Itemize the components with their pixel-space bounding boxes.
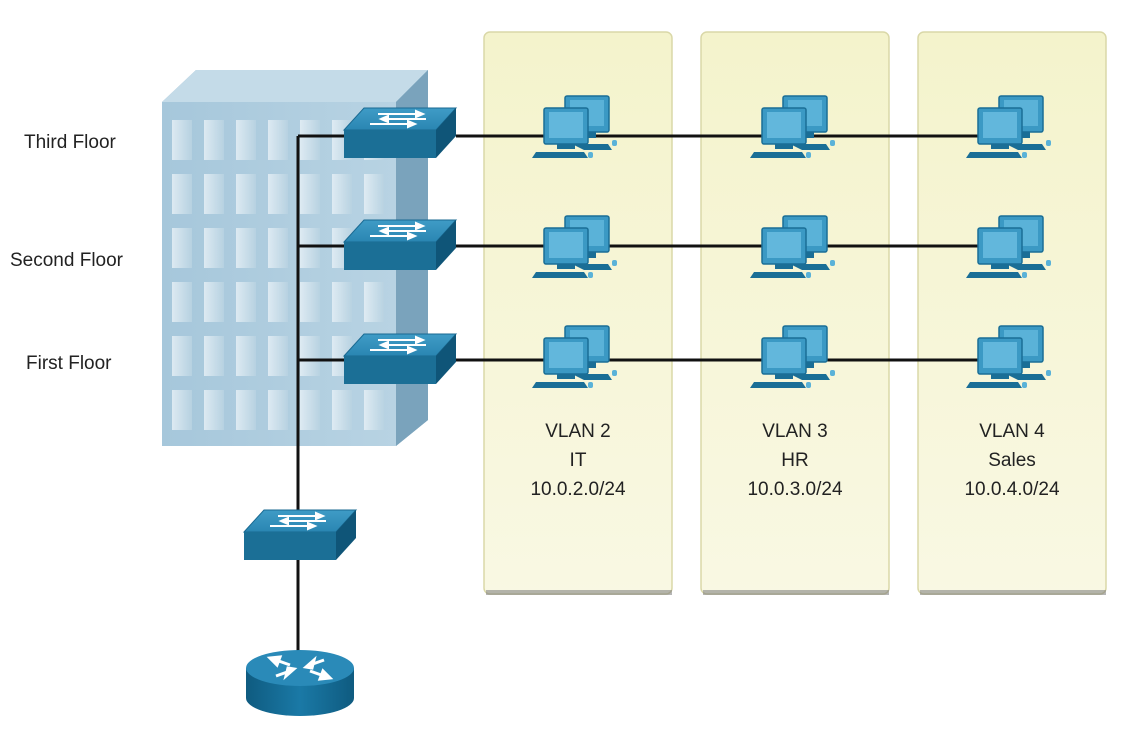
building-window [332,390,352,430]
building-window [268,174,288,214]
floor-label-first: First Floor [26,353,112,374]
building-window [268,120,288,160]
vlan-subnet: 10.0.4.0/24 [964,479,1060,500]
building-window [268,336,288,376]
building-window [332,174,352,214]
building-window [236,390,256,430]
vlan-label-4: VLAN 4 Sales 10.0.4.0/24 [964,421,1060,500]
vlan-id: VLAN 2 [545,421,610,442]
switch-icon-third-floor[interactable] [343,107,457,159]
building-window [300,120,320,160]
building-window [236,174,256,214]
building-window [204,174,224,214]
vlan-name: Sales [988,450,1036,471]
building-window [300,228,320,268]
building-window [300,390,320,430]
building-window [300,336,320,376]
building-window [236,282,256,322]
building-window [204,228,224,268]
building-window [172,336,192,376]
building-window [172,282,192,322]
building-window [268,390,288,430]
vlan-id: VLAN 3 [762,421,827,442]
building-window [268,282,288,322]
vlan-subnet: 10.0.3.0/24 [747,479,843,500]
vlan-label-3: VLAN 3 HR 10.0.3.0/24 [747,421,843,500]
router-icon[interactable] [246,650,354,716]
building-window [172,228,192,268]
switch-icon-core[interactable] [243,509,357,561]
building-window [236,228,256,268]
building-window [300,174,320,214]
building-window [364,390,384,430]
building-window [204,120,224,160]
building-window [364,282,384,322]
switch-icon-first-floor[interactable] [343,333,457,385]
building-window [268,228,288,268]
building-window [172,174,192,214]
building-window [204,336,224,376]
building-window [236,336,256,376]
building-window [204,390,224,430]
vlan-subnet: 10.0.2.0/24 [530,479,626,500]
vlan-label-2: VLAN 2 IT 10.0.2.0/24 [530,421,626,500]
building-window [172,120,192,160]
building-window [364,174,384,214]
floor-label-second: Second Floor [10,250,124,271]
vlan-panels [483,31,1107,595]
vlan-name: HR [781,450,808,471]
building-window [204,282,224,322]
vlan-id: VLAN 4 [979,421,1045,442]
building-window [236,120,256,160]
building-window [300,282,320,322]
switch-icon-second-floor[interactable] [343,219,457,271]
floor-label-third: Third Floor [24,132,117,153]
vlan-name: IT [570,450,587,471]
building-window [332,282,352,322]
building-window [172,390,192,430]
